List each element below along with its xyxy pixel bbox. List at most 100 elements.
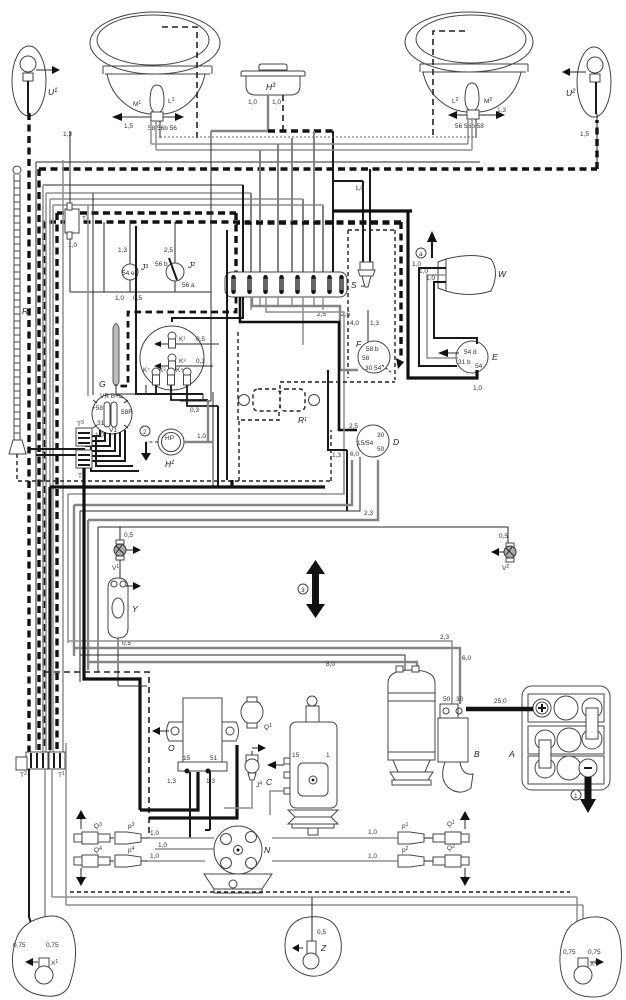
svg-text:1,5: 1,5 [580,131,589,138]
svg-text:1,3: 1,3 [370,320,379,327]
svg-text:V1: V1 [109,427,117,434]
svg-text:L2: L2 [452,97,459,105]
svg-text:L1: L1 [168,97,175,105]
svg-text:Q2: Q2 [447,844,455,852]
svg-text:4,0: 4,0 [350,320,359,327]
svg-text:56 a: 56 a [182,282,195,289]
svg-text:0,5: 0,5 [124,532,133,539]
svg-text:58 56b 56: 58 56b 56 [148,125,177,132]
svg-text:+58: +58 [92,405,103,412]
svg-text:H1: H1 [165,459,174,469]
svg-text:V1: V1 [112,564,119,572]
svg-text:1,0: 1,0 [158,842,167,849]
svg-text:15: 15 [183,755,191,762]
svg-text:1,0: 1,0 [473,385,482,392]
svg-text:30 54: 30 54 [365,365,382,372]
svg-text:0,3: 0,3 [196,358,205,365]
svg-text:6,0: 6,0 [462,655,471,662]
svg-text:1,0: 1,0 [426,275,435,282]
svg-text:0,5: 0,5 [196,336,205,343]
svg-text:X2: X2 [590,960,597,968]
svg-text:0,5: 0,5 [122,640,131,647]
svg-text:31: 31 [97,420,105,427]
svg-text:Q1: Q1 [264,723,272,731]
svg-text:E: E [492,352,498,362]
svg-text:1: 1 [326,752,330,759]
svg-text:1,0: 1,0 [150,830,159,837]
svg-text:15/54: 15/54 [357,440,374,447]
svg-text:Q3: Q3 [94,822,102,830]
svg-text:54 e: 54 e [122,270,135,277]
svg-text:25,0: 25,0 [494,698,507,705]
svg-text:J2: J2 [187,260,195,270]
svg-text:X1: X1 [51,959,58,967]
svg-text:56 56b 58: 56 56b 58 [455,123,484,130]
svg-text:p3: p3 [128,822,135,830]
svg-text:30: 30 [456,696,464,703]
svg-text:2,3: 2,3 [440,634,449,641]
svg-text:S: S [351,280,357,290]
svg-text:0,75: 0,75 [13,942,26,949]
svg-text:31 b: 31 b [458,359,471,366]
svg-text:1,0: 1,0 [115,295,124,302]
svg-text:0,75: 0,75 [563,949,576,956]
svg-text:p2: p2 [402,846,409,854]
svg-text:2,5: 2,5 [317,311,326,318]
svg-text:50: 50 [443,696,451,703]
svg-text:T2: T2 [20,771,27,779]
svg-text:1: 1 [574,793,578,800]
svg-text:1,0: 1,0 [150,853,159,860]
svg-text:M2: M2 [484,97,492,105]
svg-text:V2: V2 [502,564,509,572]
svg-text:58: 58 [362,355,370,362]
svg-text:54 d: 54 d [464,349,477,356]
svg-text:p4: p4 [128,846,135,854]
svg-text:1,0: 1,0 [419,268,428,275]
svg-text:1,0: 1,0 [68,242,77,249]
svg-text:M1: M1 [133,100,141,108]
svg-text:2,5: 2,5 [349,423,358,430]
svg-text:1,0: 1,0 [368,853,377,860]
svg-text:1,3: 1,3 [332,452,341,459]
svg-text:Z: Z [320,943,327,953]
svg-text:J3: J3 [140,262,148,272]
svg-text:1,0: 1,0 [95,432,104,439]
svg-text:2: 2 [143,429,147,436]
svg-text:50: 50 [377,446,385,453]
svg-text:51: 51 [210,755,218,762]
svg-text:U2: U2 [566,88,576,98]
svg-text:2,3: 2,3 [364,510,373,517]
svg-text:8,0: 8,0 [326,661,335,668]
svg-text:0,5: 0,5 [499,533,508,540]
svg-text:F: F [356,339,362,349]
svg-text:0,5: 0,5 [317,929,326,936]
svg-text:56 b: 56 b [155,261,168,268]
svg-text:2,5: 2,5 [341,311,350,318]
svg-text:2,5: 2,5 [164,247,173,254]
svg-text:K¹: K¹ [179,336,186,343]
svg-text:Q1: Q1 [447,820,455,828]
svg-text:58 b: 58 b [366,346,379,353]
svg-text:W: W [498,269,507,279]
svg-text:1,3: 1,3 [118,247,127,254]
svg-text:A: A [508,749,515,759]
svg-text:1,3: 1,3 [497,107,506,114]
svg-text:G: G [99,379,106,389]
svg-text:1,0: 1,0 [197,433,206,440]
svg-text:VR B+E: VR B+E [100,393,124,400]
svg-text:T1: T1 [58,771,65,779]
svg-text:K⁴: K⁴ [176,367,183,374]
svg-text:1,0: 1,0 [355,185,364,192]
svg-text:15: 15 [292,752,300,759]
svg-text:H3: H3 [266,82,276,92]
svg-text:Y: Y [132,604,139,614]
svg-text:a: a [419,251,423,258]
svg-text:0,75: 0,75 [588,949,601,956]
svg-text:30: 30 [377,432,385,439]
svg-text:1,3: 1,3 [167,778,176,785]
svg-text:0,5: 0,5 [133,295,142,302]
svg-text:3: 3 [301,587,305,594]
svg-text:K⁷: K⁷ [143,367,150,374]
svg-text:B: B [474,749,480,759]
svg-text:R2: R2 [22,306,31,316]
